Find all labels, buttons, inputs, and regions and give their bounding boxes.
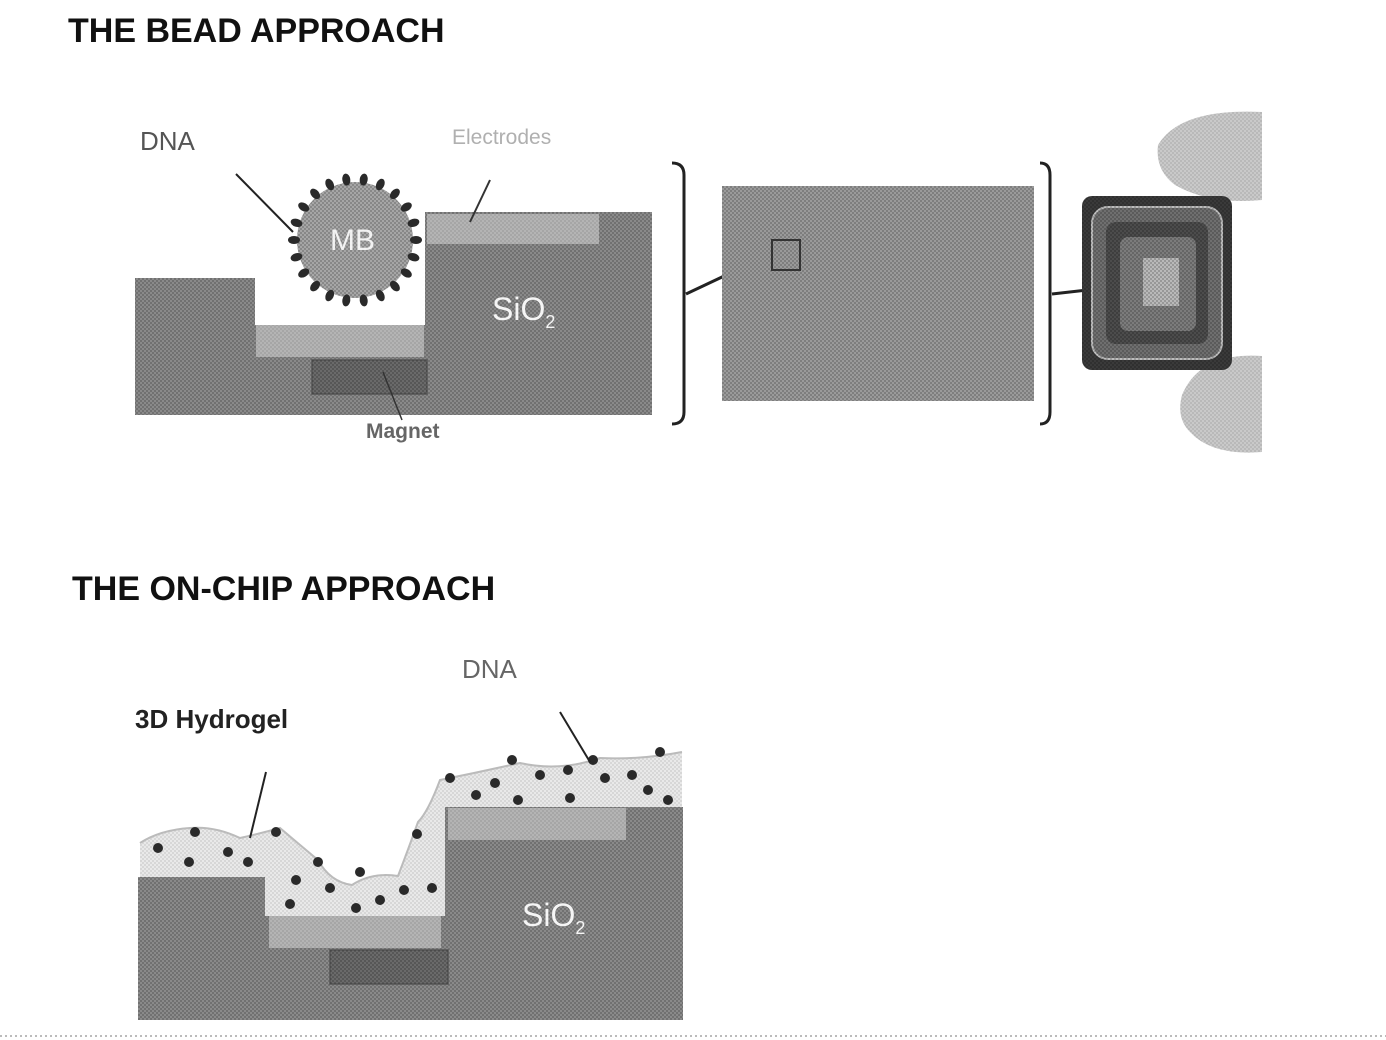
dna-dot [313, 857, 323, 867]
dna-strand [407, 253, 420, 262]
bead-electrodes-leader [469, 179, 491, 223]
onchip-well-electrode [269, 916, 441, 948]
dna-dot [513, 795, 523, 805]
bead-heading: THE BEAD APPROACH [68, 12, 445, 50]
dna-dot [325, 883, 335, 893]
bead-dna-strands [288, 173, 422, 307]
onchip-sio2-label: SiO2 [522, 897, 585, 938]
dna-strand [342, 294, 351, 307]
hydrogel-label: 3D Hydrogel [135, 704, 288, 734]
dna-strand [310, 280, 321, 292]
onchip-top-electrode [448, 808, 626, 840]
onchip-heading: THE ON-CHIP APPROACH [72, 570, 495, 608]
dna-strand [290, 253, 303, 262]
bead-magnet [311, 359, 428, 395]
dna-dot [190, 827, 200, 837]
dna-dot [600, 773, 610, 783]
dna-dot [243, 857, 253, 867]
dna-strand [359, 173, 368, 186]
dna-dot [655, 747, 665, 757]
dna-dot [291, 875, 301, 885]
dna-strand [325, 289, 335, 302]
dna-strand [375, 178, 385, 191]
dna-dot [565, 793, 575, 803]
dna-strand [359, 294, 368, 307]
dna-strand [325, 178, 335, 191]
dna-dot [223, 847, 233, 857]
bead-mb-label: MB [330, 224, 375, 257]
array-zoom-box [771, 239, 801, 271]
onchip-dna-label: DNA [462, 654, 518, 684]
bead-dna-leader [235, 173, 294, 233]
dna-dot [471, 790, 481, 800]
dna-strand [375, 289, 385, 302]
dna-dot [563, 765, 573, 775]
hydrogel-leader [249, 771, 267, 839]
dna-dot [490, 778, 500, 788]
bead-top-electrode [427, 214, 599, 244]
dna-strand [389, 188, 400, 200]
bracket-1 [671, 161, 686, 426]
dna-dot [588, 755, 598, 765]
bead-sio2-label: SiO2 [492, 291, 555, 332]
dna-strand [407, 218, 420, 227]
bead-electrodes-label: Electrodes [452, 126, 551, 149]
bead-well-electrode [256, 325, 424, 357]
onchip-substrate [138, 807, 683, 1020]
dna-dot [399, 885, 409, 895]
bead-magnet-label: Magnet [366, 420, 440, 443]
dna-dot [351, 903, 361, 913]
magnetic-bead [297, 182, 413, 298]
dna-strand [400, 268, 412, 278]
dna-strand [310, 188, 321, 200]
dna-strand [298, 268, 310, 278]
onchip-magnet [329, 949, 449, 985]
dna-dot [355, 867, 365, 877]
dna-dot [375, 895, 385, 905]
dna-strand [389, 280, 400, 292]
dna-strand [298, 202, 310, 212]
bead-substrate [135, 212, 652, 415]
dna-dot [445, 773, 455, 783]
dna-dot [427, 883, 437, 893]
bead-dna-label: DNA [140, 126, 196, 156]
dna-strand [290, 218, 303, 227]
hydrogel-layer [139, 751, 683, 916]
dna-dot [507, 755, 517, 765]
dna-dot [285, 899, 295, 909]
hydrogel-dna-dots [153, 747, 673, 913]
dna-strand [342, 173, 351, 186]
dna-strand [288, 236, 300, 244]
dna-dot [153, 843, 163, 853]
dna-dot [412, 829, 422, 839]
dna-dot [184, 857, 194, 867]
bracket-2 [1039, 161, 1052, 426]
dna-dot [535, 770, 545, 780]
dna-dot [663, 795, 673, 805]
dna-dot [627, 770, 637, 780]
bead-magnet-leader [382, 371, 403, 421]
dna-dot [643, 785, 653, 795]
dna-strand [400, 202, 412, 212]
chip-photo [1082, 111, 1262, 453]
electrode-array [722, 186, 1034, 401]
dna-dot [271, 827, 281, 837]
dna-strand [410, 236, 422, 244]
onchip-dna-leader [559, 711, 591, 763]
